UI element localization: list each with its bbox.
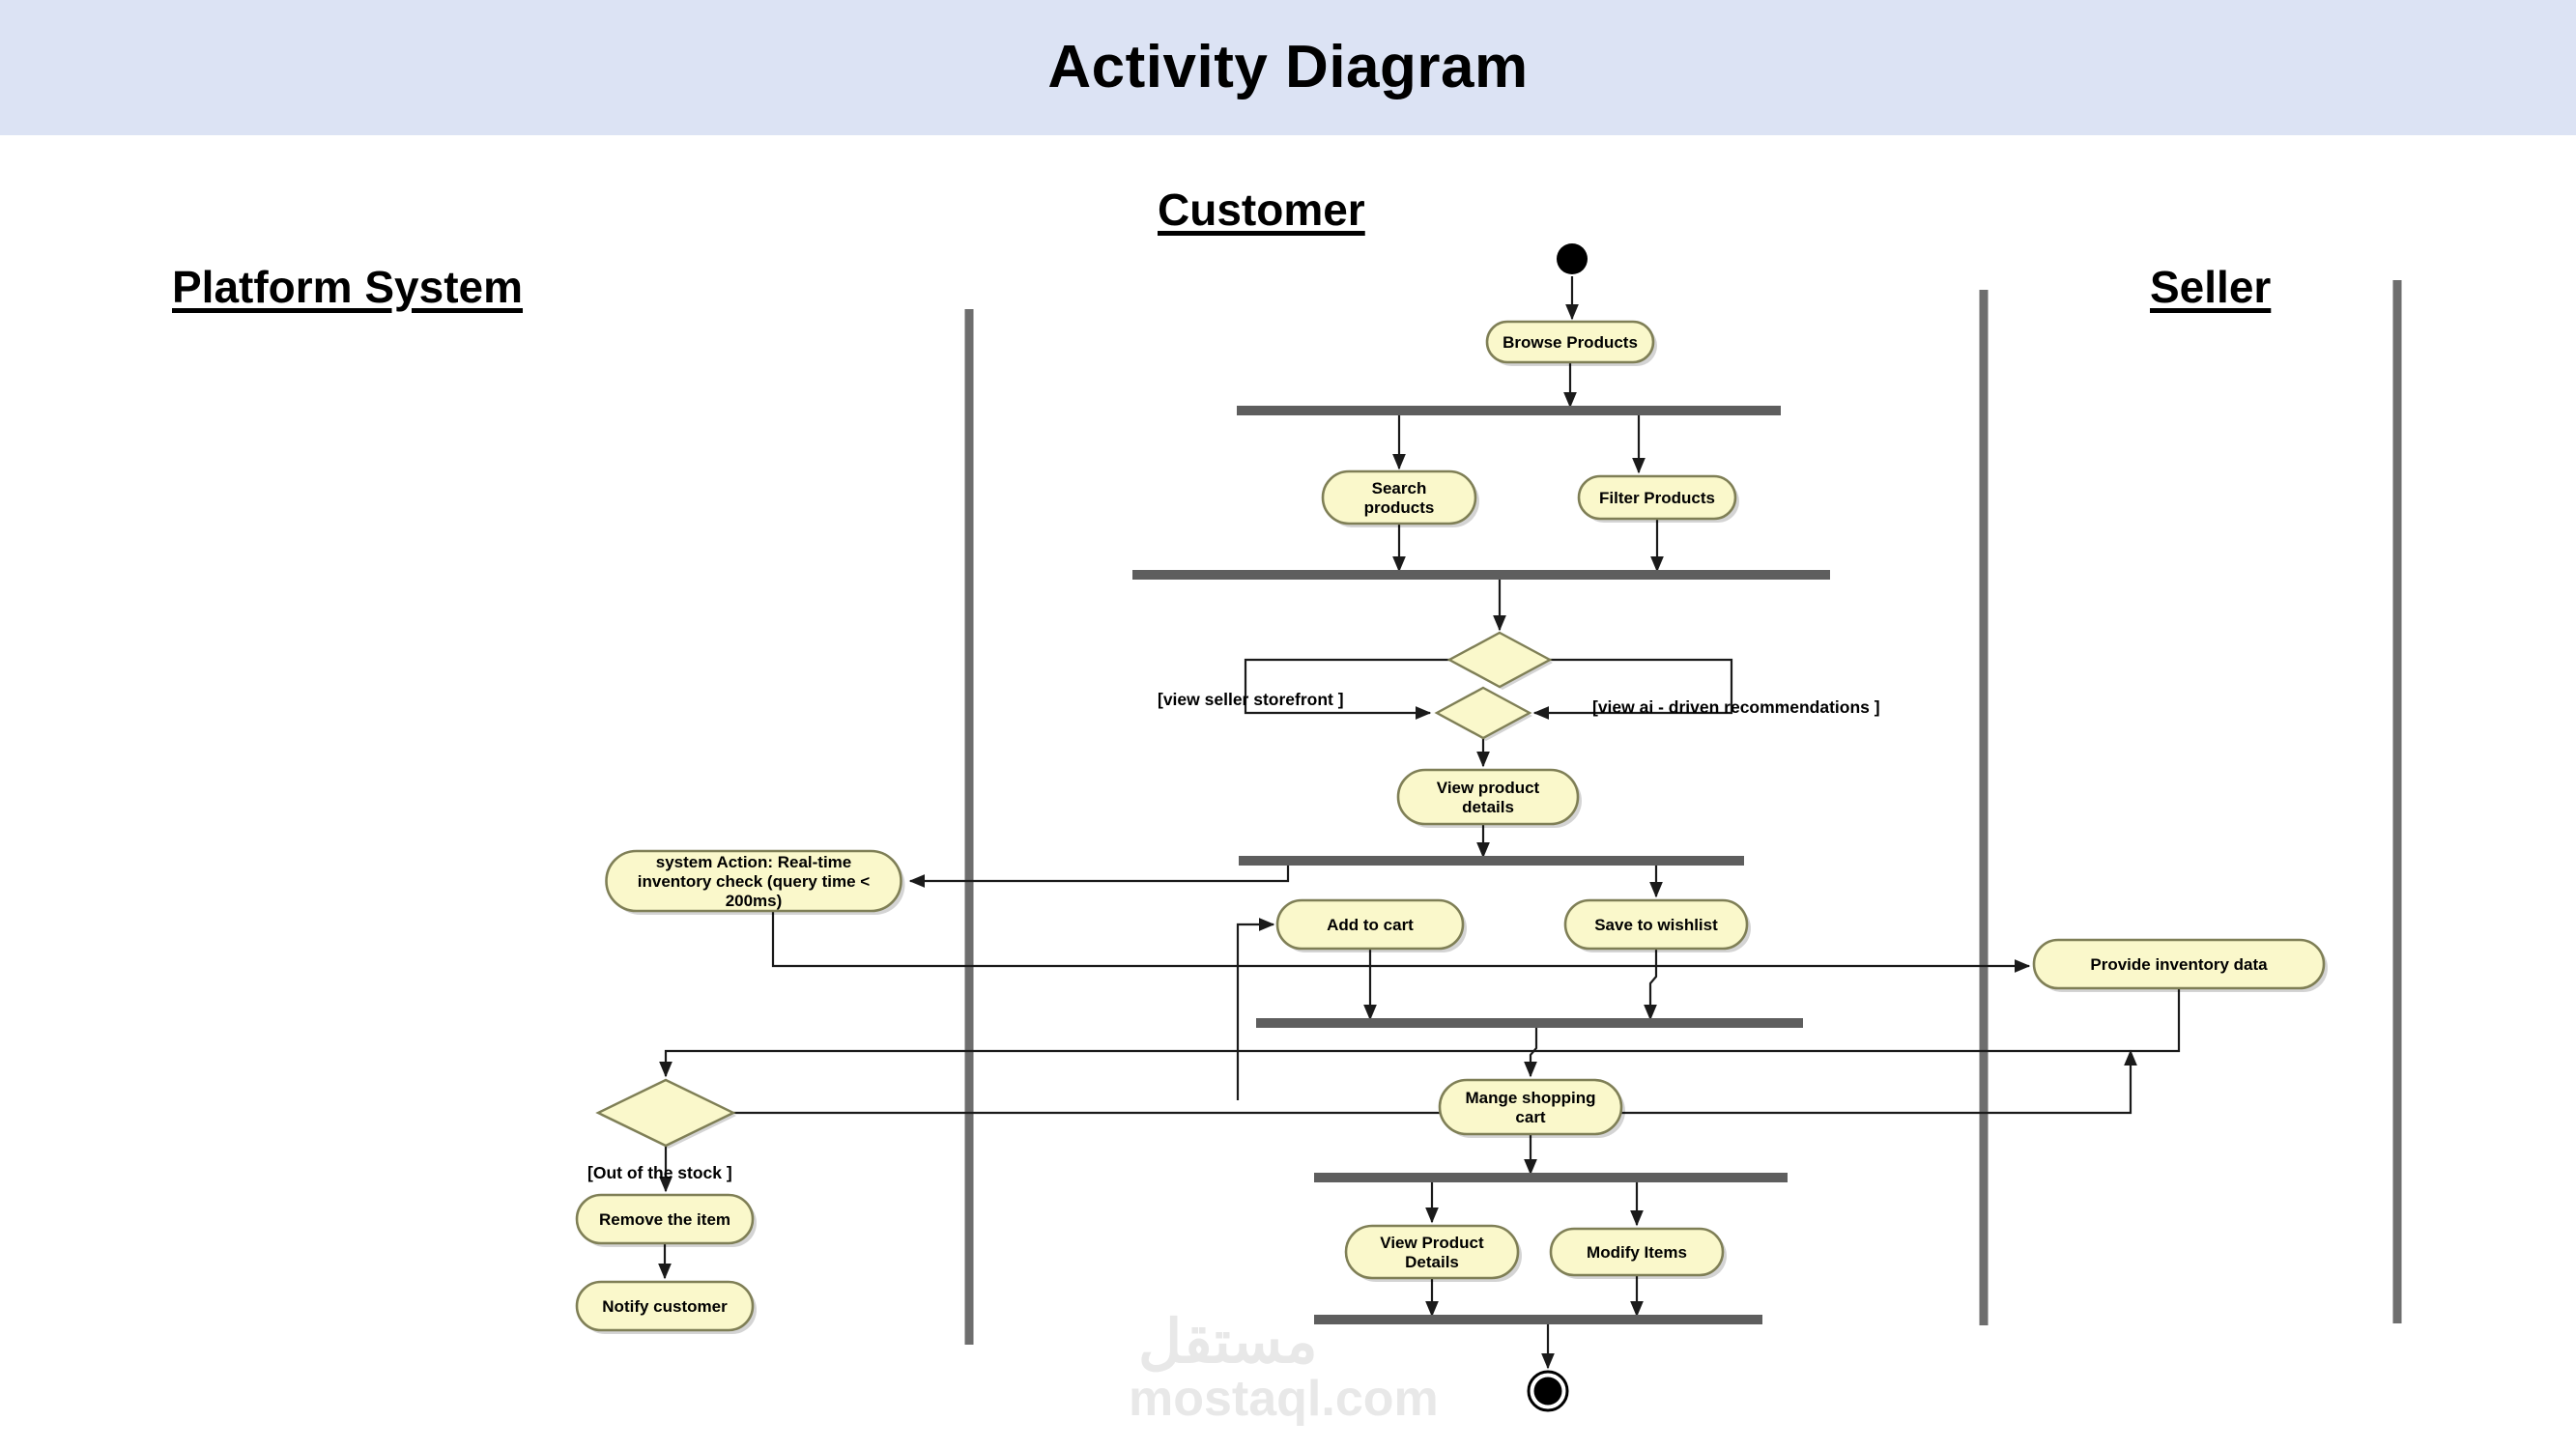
node-label: products [1364, 498, 1435, 517]
action-node-shape [575, 1193, 755, 1245]
node-label: Mange shopping [1465, 1089, 1595, 1107]
initial-node-icon [1557, 243, 1588, 274]
edge-decision-left-to-merge [1244, 658, 1449, 720]
node-notify-customer[interactable]: Notify customer [575, 1280, 757, 1334]
action-node-shape [1321, 469, 1477, 526]
action-node-shape [1396, 768, 1580, 826]
node-label: Remove the item [599, 1210, 730, 1229]
edge-decision-right-to-merge [1532, 658, 1733, 720]
node-label: cart [1515, 1108, 1546, 1126]
lane-title-customer: Customer [1158, 185, 1365, 235]
node-add-to-cart[interactable]: Add to cart [1275, 898, 1467, 952]
final-node-core-icon [1533, 1377, 1562, 1406]
action-node-shape [1344, 1224, 1520, 1280]
node-label: View product [1437, 779, 1540, 797]
edge-system-action-to-provide-inventory [771, 911, 2031, 973]
node-browse-products[interactable]: Browse Products [1485, 320, 1657, 366]
node-filter-products[interactable]: Filter Products [1577, 474, 1739, 523]
node-decision-browse[interactable] [1446, 631, 1553, 690]
decision-diamond [595, 1078, 736, 1148]
lane-title-platform-system: Platform System [172, 262, 524, 312]
node-label: Provide inventory data [2090, 955, 2268, 974]
decision-diamond [1434, 686, 1532, 740]
lane-title-seller: Seller [2150, 262, 2272, 312]
node-label: Notify customer [602, 1297, 728, 1316]
fork-after-view [1239, 856, 1744, 866]
swimlane-dividers [964, 280, 2402, 1345]
node-label: system Action: Real-time [656, 853, 851, 871]
action-node-shape [1438, 1078, 1623, 1136]
action-node-shape [1577, 474, 1737, 521]
guard-view-ai-recommendations: [view ai - driven recommendations ] [1592, 697, 1880, 717]
action-node-shape [1549, 1227, 1725, 1277]
node-remove-the-item[interactable]: Remove the item [575, 1193, 757, 1247]
node-label: Details [1405, 1253, 1459, 1271]
action-node-shape [575, 1280, 755, 1332]
node-label: Search [1372, 479, 1427, 497]
action-node-shape [605, 849, 902, 913]
action-node-shape [2032, 938, 2326, 990]
node-label: inventory check (query time < [638, 872, 871, 891]
action-node-shape [1275, 898, 1465, 951]
fork-after-browse [1237, 406, 1781, 415]
guard-labels: [view seller storefront ] [view ai - driv… [587, 690, 1880, 1182]
action-node-shape [1563, 898, 1749, 951]
join-after-searchfilter [1132, 570, 1830, 580]
page-title: Activity Diagram [1047, 34, 1529, 100]
edge-fork-to-system-action [908, 865, 1290, 888]
edge-loop-to-add-to-cart [1236, 918, 1275, 1100]
node-decision-stock[interactable] [595, 1078, 736, 1149]
node-label: 200ms) [726, 892, 783, 910]
node-label: Save to wishlist [1594, 916, 1718, 934]
title-band: Activity Diagram [0, 0, 2576, 135]
node-label: Modify Items [1587, 1243, 1687, 1262]
node-label: Add to cart [1327, 916, 1414, 934]
join-before-cart [1256, 1018, 1803, 1028]
edge-join-to-mange-cart [1524, 1027, 1538, 1078]
control-flow-edges [658, 276, 2181, 1370]
node-label: Filter Products [1599, 489, 1715, 507]
node-label: Browse Products [1503, 333, 1638, 352]
final-node-ring-icon [1527, 1370, 1569, 1412]
node-provide-inventory-data[interactable]: Provide inventory data [2032, 938, 2328, 992]
guard-view-seller-storefront: [view seller storefront ] [1158, 690, 1344, 709]
node-label: details [1462, 798, 1514, 816]
node-merge-view[interactable] [1434, 686, 1532, 741]
fork-after-cart [1314, 1173, 1788, 1182]
node-final[interactable] [1527, 1370, 1569, 1412]
node-label: View Product [1380, 1234, 1484, 1252]
edge-provide-inventory-to-stock-decision [659, 988, 2181, 1078]
action-node-shape [1485, 320, 1655, 364]
node-initial[interactable] [1557, 243, 1588, 274]
join-before-final [1314, 1315, 1762, 1324]
edge-stock-decision-right-route [733, 1049, 2137, 1115]
guard-out-of-stock: [Out of the stock ] [587, 1163, 732, 1182]
node-save-to-wishlist[interactable]: Save to wishlist [1563, 898, 1751, 952]
decision-diamond [1446, 631, 1553, 689]
node-modify-items[interactable]: Modify Items [1549, 1227, 1727, 1279]
fork-join-bars [1132, 406, 1830, 1324]
edge-wishlist-to-join [1644, 949, 1658, 1021]
